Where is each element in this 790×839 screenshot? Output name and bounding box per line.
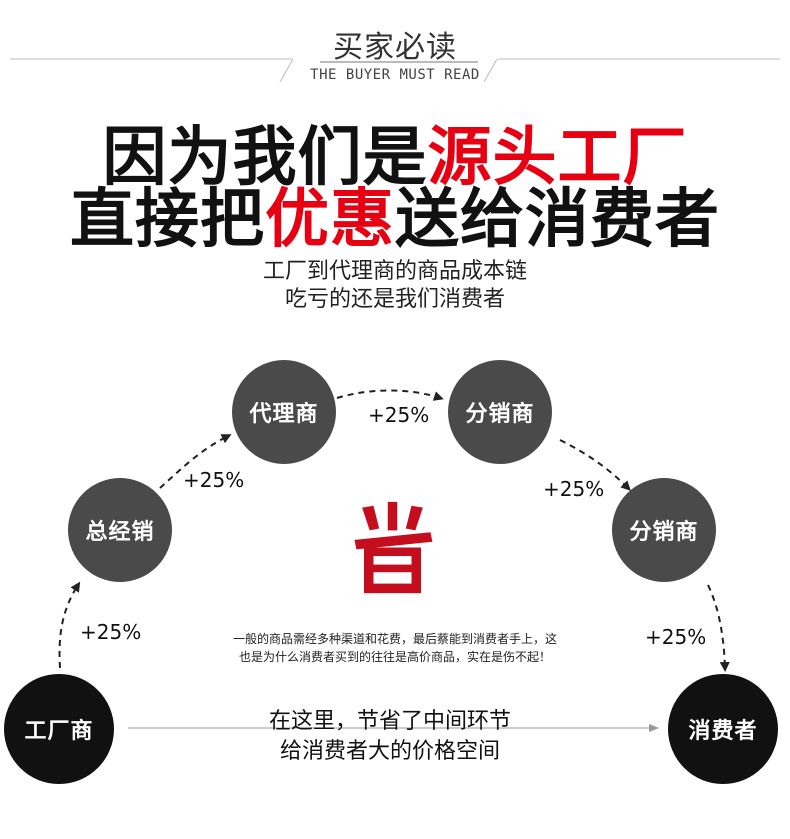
headline-line-1: 因为我们是源头工厂 <box>0 106 790 198</box>
node-reseller-2: 分销商 <box>612 478 716 582</box>
markup-label-5: +25% <box>645 625 707 649</box>
headline-1-red: 源头工厂 <box>427 121 688 195</box>
headline-1-black: 因为我们是 <box>102 121 428 195</box>
bottom-line-2: 给消费者大的价格空间 <box>279 739 500 764</box>
header-title: 买家必读 <box>333 30 457 65</box>
headline-2-red: 优惠 <box>265 183 395 257</box>
arrow-agent-reseller <box>336 389 444 401</box>
bottom-line-1: 在这里，节省了中间环节 <box>268 709 511 734</box>
subtext-line-1: 工厂到代理商的商品成本链 <box>262 259 527 284</box>
header-subtitle: THE BUYER MUST READ <box>310 67 480 83</box>
note-line-1: 一般的商品需经多种渠道和花费，最后蔡能到消费者手上，这 <box>232 632 557 646</box>
markup-label-3: +25% <box>368 403 430 427</box>
headline-line-2: 直接把优惠送给消费者 <box>0 168 790 260</box>
node-factory: 工厂商 <box>4 674 114 784</box>
node-distributor: 总经销 <box>68 478 172 582</box>
arrow-factory-distributor <box>58 581 81 669</box>
arrow-reseller-consumer <box>707 584 730 672</box>
note-line-2: 也是为什么消费者买到的往往是高价商品，实在是伤不起！ <box>238 650 551 664</box>
headline-2-black-b: 送给消费者 <box>395 183 720 257</box>
subtext-line-2: 吃亏的还是我们消费者 <box>284 287 505 312</box>
node-agent: 代理商 <box>232 360 336 464</box>
markup-label-4: +25% <box>543 477 605 501</box>
save-glyph-icon <box>354 501 433 594</box>
markup-label-1: +25% <box>80 620 142 644</box>
node-reseller-1: 分销商 <box>448 360 552 464</box>
node-consumer: 消费者 <box>668 674 778 784</box>
arrow-reseller-reseller <box>559 439 631 491</box>
headline-2-black-a: 直接把 <box>70 183 265 257</box>
markup-label-2: +25% <box>183 468 245 492</box>
